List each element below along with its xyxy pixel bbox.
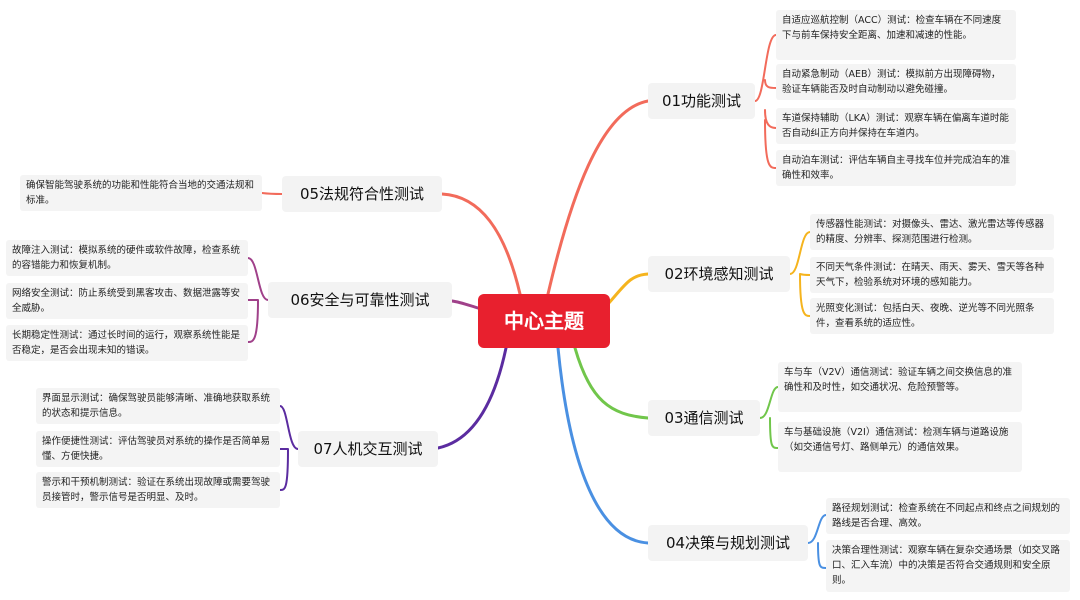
leaf-v2v-test: 车与车（V2V）通信测试：验证车辆之间交换信息的准确性和及时性，如交通状况、危险… [778, 362, 1022, 412]
branch-communication-test: 03通信测试 [648, 400, 760, 436]
bracket-06 [247, 257, 269, 343]
connector-03 [573, 346, 650, 420]
connector-07 [436, 346, 508, 450]
branch-functional-test: 01功能测试 [648, 83, 755, 119]
leaf-decision-rationality-test: 决策合理性测试：观察车辆在复杂交通场景（如交叉路口、汇入车流）中的决策是否符合交… [826, 540, 1070, 592]
branch-environment-perception-test: 02环境感知测试 [648, 256, 790, 292]
branch-safety-reliability-test: 06安全与可靠性测试 [268, 282, 452, 318]
bracket-02 [789, 231, 811, 317]
leaf-operation-convenience-test: 操作便捷性测试：评估驾驶员对系统的操作是否简单易懂、方便快捷。 [36, 431, 280, 467]
center-topic: 中心主题 [478, 294, 610, 348]
leaf-long-term-stability-test: 长期稳定性测试：通过长时间的运行，观察系统性能是否稳定，是否会出现未知的错误。 [6, 325, 248, 361]
connector-02 [606, 272, 650, 306]
leaf-interface-display-test: 界面显示测试：确保驾驶员能够清晰、准确地获取系统的状态和提示信息。 [36, 388, 280, 424]
connector-05 [440, 192, 522, 296]
branch-hmi-test: 07人机交互测试 [298, 431, 438, 467]
leaf-path-planning-test: 路径规划测试：检查系统在不同起点和终点之间规划的路线是否合理、高效。 [826, 498, 1070, 534]
connector-04 [556, 346, 650, 545]
leaf-lighting-change-test: 光照变化测试：包括白天、夜晚、逆光等不同光照条件，查看系统的适应性。 [810, 298, 1054, 334]
branch-decision-planning-test: 04决策与规划测试 [648, 525, 808, 561]
leaf-network-security-test: 网络安全测试：防止系统受到黑客攻击、数据泄露等安全威胁。 [6, 283, 248, 319]
leaf-sensor-performance-test: 传感器性能测试：对摄像头、雷达、激光雷达等传感器的精度、分辨率、探测范围进行检测… [810, 214, 1054, 250]
bracket-07 [279, 405, 299, 491]
leaf-aeb-test: 自动紧急制动（AEB）测试：模拟前方出现障碍物，验证车辆能否及时自动制动以避免碰… [776, 64, 1016, 100]
leaf-warning-intervention-test: 警示和干预机制测试：验证在系统出现故障或需要驾驶员接管时，警示信号是否明显、及时… [36, 472, 280, 508]
branch-regulation-compliance-test: 05法规符合性测试 [282, 176, 442, 212]
leaf-fault-injection-test: 故障注入测试：模拟系统的硬件或软件故障，检查系统的容错能力和恢复机制。 [6, 240, 248, 276]
connector-06 [450, 299, 480, 310]
leaf-lka-test: 车道保持辅助（LKA）测试：观察车辆在偏离车道时能否自动纠正方向并保持在车道内。 [776, 108, 1016, 144]
bracket-01 [754, 34, 777, 169]
leaf-regulation-compliance: 确保智能驾驶系统的功能和性能符合当地的交通法规和标准。 [20, 175, 262, 211]
leaf-auto-parking-test: 自动泊车测试：评估车辆自主寻找车位并完成泊车的准确性和效率。 [776, 150, 1016, 186]
leaf-acc-test: 自适应巡航控制（ACC）测试：检查车辆在不同速度下与前车保持安全距离、加速和减速… [776, 10, 1016, 60]
bracket-03 [759, 386, 779, 449]
bracket-04 [807, 514, 827, 569]
connector-01 [546, 99, 650, 296]
bracket-05 [261, 192, 283, 195]
leaf-v2i-test: 车与基础设施（V2I）通信测试：检测车辆与道路设施（如交通信号灯、路侧单元）的通… [778, 422, 1022, 472]
leaf-weather-condition-test: 不同天气条件测试：在晴天、雨天、雾天、雪天等各种天气下，检验系统对环境的感知能力… [810, 257, 1054, 293]
